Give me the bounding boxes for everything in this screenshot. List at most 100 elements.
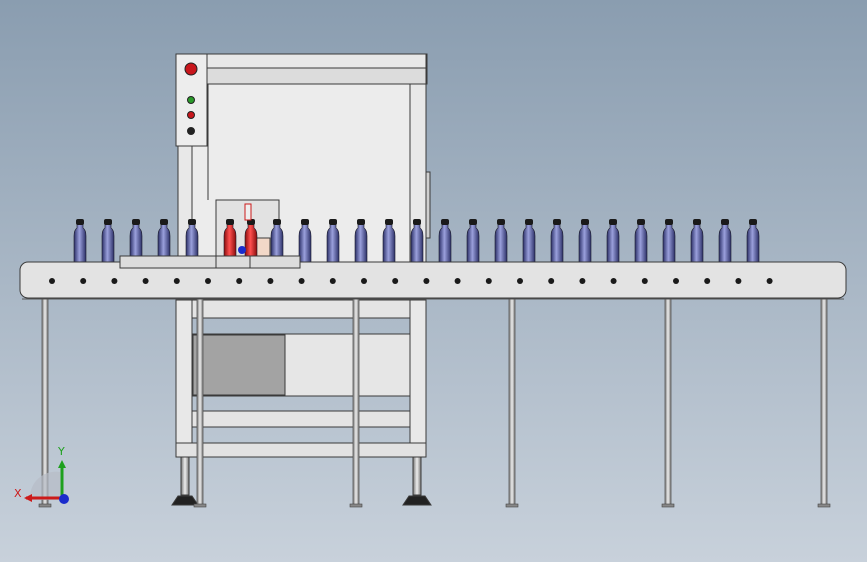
bottle-body: [690, 223, 704, 263]
bottle: [129, 219, 143, 263]
conveyor-leg: [820, 297, 828, 506]
bolt-hole: [361, 278, 367, 284]
bottle-cap: [76, 219, 84, 225]
bolt-hole: [173, 278, 180, 284]
bottle-cap: [581, 219, 589, 225]
top-beam-lower: [206, 67, 428, 85]
conveyor-legs: [38, 297, 831, 508]
bolt-hole: [205, 278, 211, 284]
bottle-cap: [693, 219, 701, 225]
bottle-cap: [385, 219, 393, 225]
base-upper-rail: [191, 299, 411, 319]
bottle-cap: [301, 219, 309, 225]
bolt-hole: [766, 278, 773, 284]
bottle: [73, 219, 87, 263]
bottle-cap: [469, 219, 477, 225]
bottle: [223, 219, 237, 263]
bottle: [746, 219, 760, 263]
bottle-cap: [497, 219, 505, 225]
emergency-stop-icon: [184, 62, 198, 76]
conveyor-rail: [19, 261, 847, 299]
base-left-post: [175, 299, 193, 457]
conveyor-leg: [508, 297, 516, 506]
bolt-hole: [548, 278, 555, 284]
bottle-body: [494, 223, 508, 263]
bottle: [326, 219, 340, 263]
bottle: [354, 219, 368, 263]
bottle-body: [466, 223, 480, 263]
bottle: [410, 219, 424, 263]
leg-foot: [817, 503, 831, 508]
bottle-cap: [413, 219, 421, 225]
bottle-cap: [273, 219, 281, 225]
bolt-hole: [298, 278, 305, 284]
bolt-hole: [704, 278, 711, 284]
bottle: [578, 219, 592, 263]
bottle-body: [382, 223, 396, 263]
bottle: [185, 219, 199, 263]
foot-left-shaft: [180, 456, 190, 496]
triad-plane: [29, 471, 60, 500]
bottle-body: [298, 223, 312, 263]
run-light-icon: [187, 96, 195, 104]
rail-bolt-holes: [49, 278, 773, 284]
bolt-hole: [267, 278, 274, 284]
bottle-body: [522, 223, 536, 263]
bottle-body: [438, 223, 452, 263]
bottle-body: [410, 223, 424, 263]
bottle-cap: [160, 219, 168, 225]
side-handle: [425, 171, 431, 239]
bolt-hole: [454, 278, 461, 284]
bolt-hole: [641, 278, 648, 284]
bottle: [634, 219, 648, 263]
bottle-body: [718, 223, 732, 263]
z-axis-dot: [59, 494, 69, 504]
selector-knob-icon: [187, 127, 195, 135]
bottle-cap: [132, 219, 140, 225]
bottle-cap: [553, 219, 561, 225]
bolt-hole: [423, 278, 430, 284]
machine-base: [171, 299, 432, 506]
leg-foot: [505, 503, 519, 508]
bottle-body: [606, 223, 620, 263]
bottle-body: [101, 223, 115, 263]
electrical-panel: [192, 334, 286, 396]
bottle: [606, 219, 620, 263]
x-arrow-head: [24, 494, 32, 502]
base-foot-rail: [175, 442, 427, 458]
conveyor-leg: [196, 297, 204, 506]
guide-plate: [119, 255, 301, 269]
conveyor-leg: [664, 297, 672, 506]
bottle: [690, 219, 704, 263]
bolt-hole: [142, 278, 149, 284]
bottle-row: [73, 203, 760, 263]
bottle-body: [550, 223, 564, 263]
top-beam: [206, 53, 428, 69]
bottle: [270, 219, 284, 263]
foot-right-pad: [402, 495, 432, 506]
fault-light-icon: [187, 111, 195, 119]
bottle: [466, 219, 480, 263]
bottle-body: [73, 223, 87, 263]
bottle-body: [354, 223, 368, 263]
bolt-hole: [735, 278, 742, 284]
bottle-body: [634, 223, 648, 263]
bottle-cap: [721, 219, 729, 225]
bolt-hole: [49, 278, 55, 284]
bolt-hole: [485, 278, 492, 284]
leg-foot: [349, 503, 363, 508]
bottle-cap: [188, 219, 196, 225]
bottle-body: [578, 223, 592, 263]
bottle: [244, 219, 258, 263]
bottle-body: [662, 223, 676, 263]
sensor-icon: [238, 246, 246, 254]
bottle-cap: [104, 219, 112, 225]
y-axis-label: Y: [57, 445, 65, 458]
bottle-cap: [525, 219, 533, 225]
base-right-post: [409, 299, 427, 457]
bolt-hole: [392, 278, 399, 284]
bottle-cap: [441, 219, 449, 225]
conveyor-leg: [352, 297, 360, 506]
bolt-hole: [329, 278, 336, 284]
